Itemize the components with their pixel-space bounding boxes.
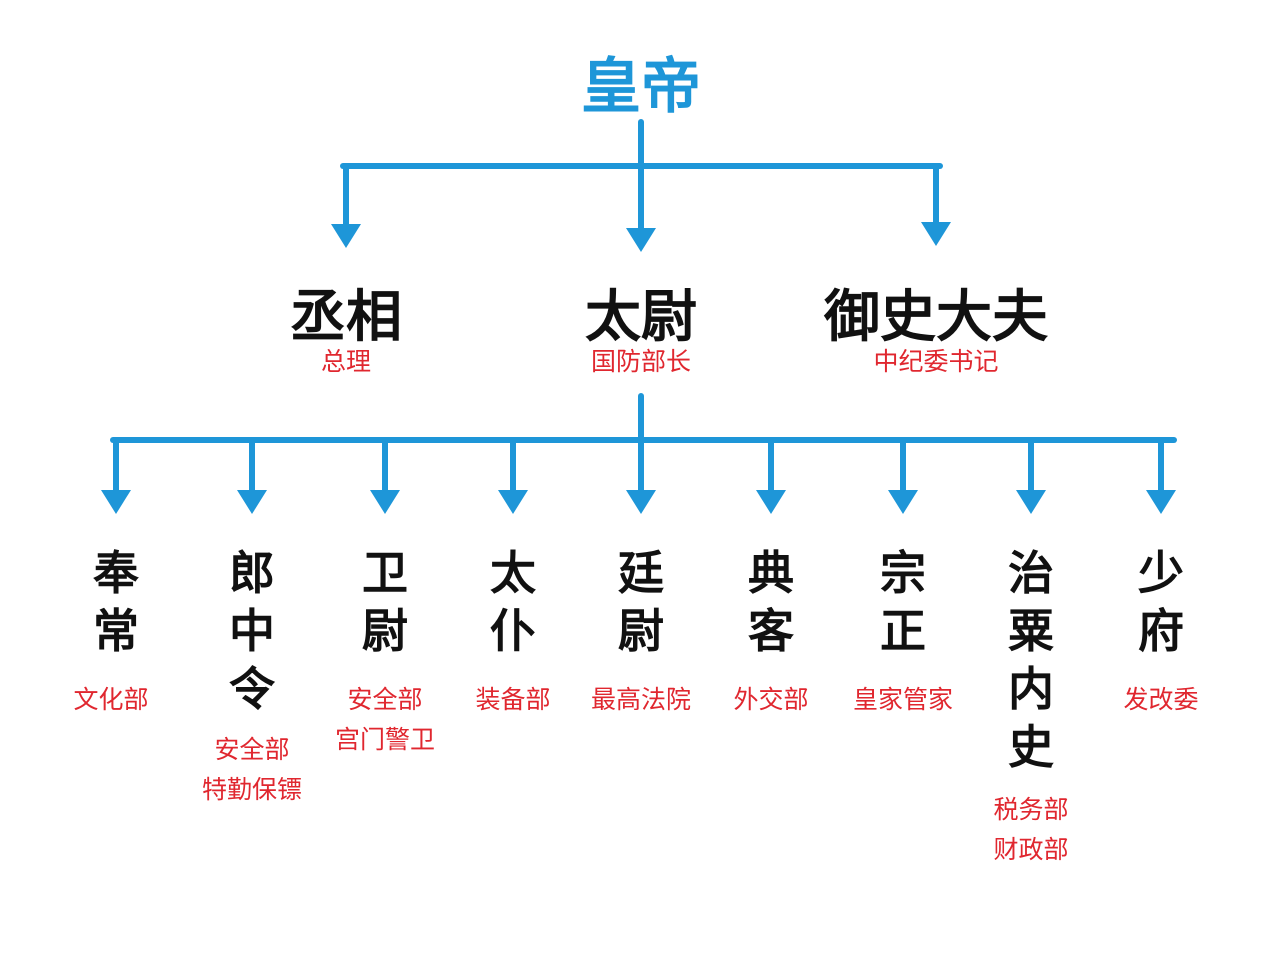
arrow-head-taiwei: [626, 228, 656, 252]
minister-char: 少: [1138, 546, 1184, 600]
official-caption-yushidafu: 中纪委书记: [873, 347, 999, 376]
minister-char: 尉: [618, 604, 664, 658]
arrow-head-taipu: [498, 490, 528, 514]
minister-title-taipu: 太 仆: [463, 544, 563, 660]
caption-line: 装备部: [475, 685, 551, 714]
minister-char: 正: [880, 604, 926, 658]
caption-line: 税务部: [993, 795, 1069, 824]
arrow-head-chengxiang: [331, 224, 361, 248]
caption-line: 发改委: [1123, 685, 1199, 714]
minister-title-zhisuneishi: 治 粟 内 史: [981, 544, 1081, 776]
minister-title-tingwei: 廷 尉: [591, 544, 691, 660]
minister-caption-langzhongling: 安全部 特勤保镖: [182, 730, 322, 810]
arrow-head-weiwei: [370, 490, 400, 514]
minister-title-fengchang: 奉 常: [66, 544, 166, 660]
minister-title-langzhongling: 郎 中 令: [202, 544, 302, 718]
official-title-taiwei: 太尉: [585, 284, 697, 350]
minister-char: 郎: [229, 546, 275, 600]
minister-char: 奉: [93, 546, 139, 600]
minister-caption-zhisuneishi: 税务部 财政部: [961, 790, 1101, 870]
minister-char: 史: [1008, 720, 1054, 774]
minister-caption-shaofu: 发改委: [1096, 680, 1226, 720]
minister-title-zongzheng: 宗 正: [853, 544, 953, 660]
minister-caption-fengchang: 文化部: [46, 680, 176, 720]
official-title-chengxiang: 丞相: [290, 284, 402, 350]
minister-char: 令: [229, 662, 275, 716]
caption-line: 外交部: [733, 685, 809, 714]
minister-char: 卫: [362, 546, 408, 600]
minister-caption-zongzheng: 皇家管家: [833, 680, 973, 720]
minister-caption-weiwei: 安全部 宫门警卫: [315, 680, 455, 760]
minister-char: 宗: [880, 546, 926, 600]
minister-char: 粟: [1008, 604, 1054, 658]
arrow-head-shaofu: [1146, 490, 1176, 514]
minister-caption-tingwei: 最高法院: [571, 680, 711, 720]
minister-char: 中: [229, 604, 275, 658]
minister-char: 府: [1138, 604, 1184, 658]
caption-line: 安全部: [347, 685, 423, 714]
minister-char: 太: [490, 546, 536, 600]
caption-line: 特勤保镖: [201, 775, 302, 804]
caption-line: 皇家管家: [852, 685, 953, 714]
arrow-head-yushidafu: [921, 222, 951, 246]
arrow-head-zongzheng: [888, 490, 918, 514]
official-caption-chengxiang: 总理: [320, 347, 371, 376]
minister-char: 仆: [490, 604, 536, 658]
caption-line: 安全部: [214, 735, 290, 764]
minister-char: 常: [93, 604, 139, 658]
minister-char: 典: [748, 546, 794, 600]
arrow-head-fengchang: [101, 490, 131, 514]
minister-title-shaofu: 少 府: [1111, 544, 1211, 660]
minister-char: 尉: [362, 604, 408, 658]
caption-line: 文化部: [73, 685, 149, 714]
official-caption-taiwei: 国防部长: [590, 347, 691, 376]
arrow-head-tingwei: [626, 490, 656, 514]
arrow-head-dianke: [756, 490, 786, 514]
minister-title-dianke: 典 客: [721, 544, 821, 660]
official-title-yushidafu: 御史大夫: [824, 284, 1048, 350]
minister-caption-taipu: 装备部: [443, 680, 583, 720]
minister-caption-dianke: 外交部: [706, 680, 836, 720]
arrow-head-langzhongling: [237, 490, 267, 514]
minister-char: 内: [1008, 662, 1054, 716]
minister-char: 治: [1008, 546, 1054, 600]
root-emperor-title: 皇帝: [581, 52, 701, 122]
caption-line: 财政部: [993, 835, 1069, 864]
minister-char: 廷: [618, 546, 664, 600]
minister-title-weiwei: 卫 尉: [335, 544, 435, 660]
caption-line: 宫门警卫: [334, 725, 435, 754]
minister-char: 客: [748, 604, 794, 658]
caption-line: 最高法院: [590, 685, 691, 714]
arrow-head-zhisuneishi: [1016, 490, 1046, 514]
